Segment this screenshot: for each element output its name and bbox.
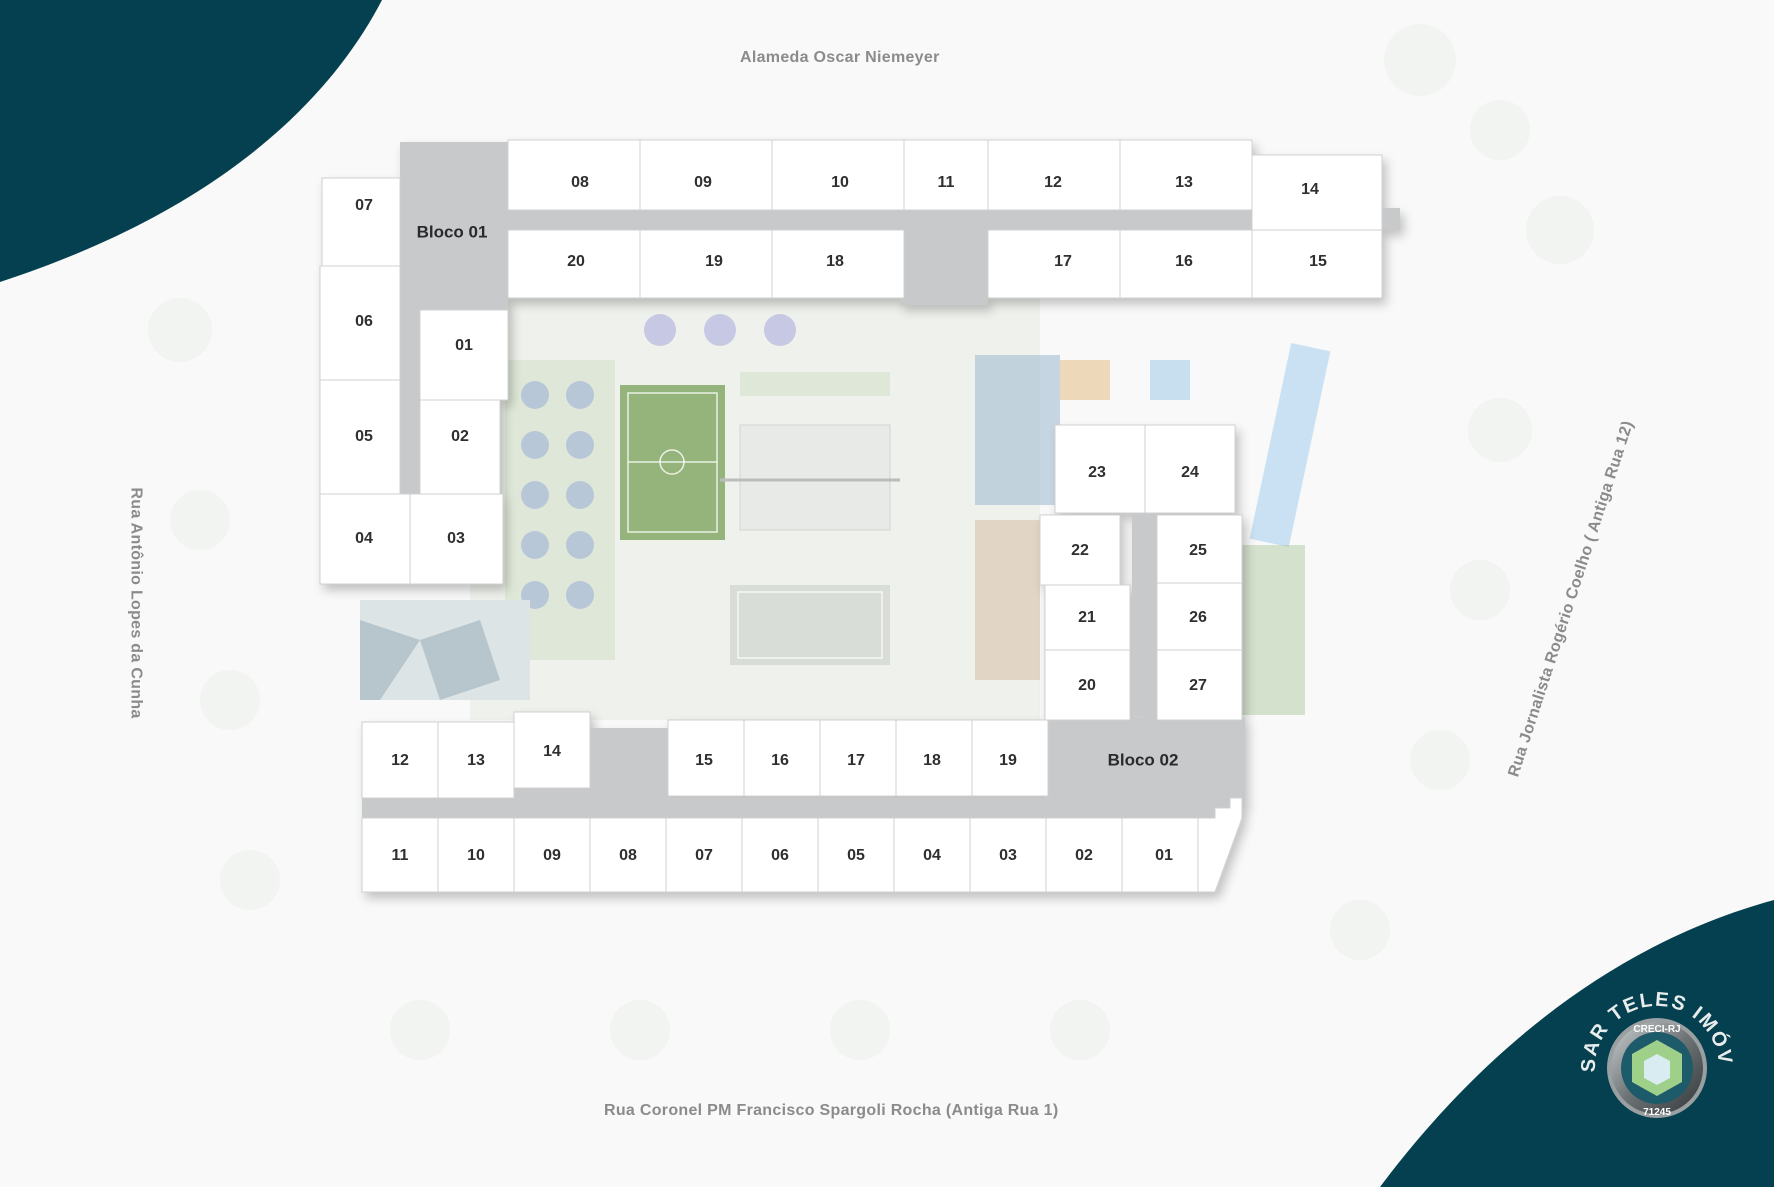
bloco-01-unit-11[interactable]: 11 bbox=[938, 174, 955, 191]
bloco-02-unit-14[interactable]: 14 bbox=[543, 743, 561, 760]
bloco-02 bbox=[361, 424, 1245, 893]
bloco-01-unit-10[interactable]: 10 bbox=[831, 174, 849, 191]
bloco-02-unit-18[interactable]: 18 bbox=[923, 752, 941, 769]
bloco-02-unit-19[interactable]: 19 bbox=[999, 752, 1017, 769]
bloco-02-unit-labels: 01 02 03 04 05 06 07 08 09 10 11 12 13 14 15 16 17 18 19 20… bbox=[391, 464, 1207, 864]
seal-number: 71245 bbox=[1643, 1107, 1671, 1118]
bloco-02-unit-20[interactable]: 20 bbox=[1078, 677, 1096, 694]
bloco-02-unit-15[interactable]: 15 bbox=[695, 752, 713, 769]
playground bbox=[975, 355, 1060, 505]
corner-decoration-bottom-right bbox=[1380, 900, 1774, 1187]
bloco-01-unit-06[interactable]: 06 bbox=[355, 313, 373, 330]
bloco-02-unit-22[interactable]: 22 bbox=[1071, 542, 1089, 559]
bloco-02-unit-13[interactable]: 13 bbox=[467, 752, 485, 769]
bloco-02-unit-25[interactable]: 25 bbox=[1189, 542, 1207, 559]
bloco-01-label: Bloco 01 bbox=[417, 222, 488, 241]
bloco-01-unit-09[interactable]: 09 bbox=[694, 174, 712, 191]
swimming-pool bbox=[1249, 343, 1331, 547]
bloco-02-unit-08[interactable]: 08 bbox=[619, 847, 637, 864]
bloco-01-unit-05[interactable]: 05 bbox=[355, 428, 373, 445]
bloco-01-unit-01[interactable]: 01 bbox=[455, 337, 473, 354]
bloco-02-unit-02[interactable]: 02 bbox=[1075, 847, 1093, 864]
bloco-02-core bbox=[1045, 718, 1245, 808]
bloco-02-unit-26[interactable]: 26 bbox=[1189, 609, 1207, 626]
bloco-01 bbox=[319, 139, 1400, 585]
leisure-area bbox=[360, 290, 1331, 720]
bloco-01-unit-13[interactable]: 13 bbox=[1175, 174, 1193, 191]
bloco-01-unit-16[interactable]: 16 bbox=[1175, 253, 1193, 270]
bloco-01-unit-04[interactable]: 04 bbox=[355, 530, 373, 547]
background-trees bbox=[148, 24, 1594, 1060]
bloco-02-unit-27[interactable]: 27 bbox=[1189, 677, 1207, 694]
bloco-01-unit-17[interactable]: 17 bbox=[1054, 253, 1072, 270]
bloco-02-unit-16[interactable]: 16 bbox=[771, 752, 789, 769]
bloco-01-unit-18[interactable]: 18 bbox=[826, 253, 844, 270]
bloco-01-unit-02[interactable]: 02 bbox=[451, 428, 469, 445]
bloco-01-unit-08[interactable]: 08 bbox=[571, 174, 589, 191]
bloco-02-unit-10[interactable]: 10 bbox=[467, 847, 485, 864]
bloco-02-unit-04[interactable]: 04 bbox=[923, 847, 941, 864]
bloco-01-unit-07[interactable]: 07 bbox=[355, 197, 373, 214]
bloco-02-unit-24[interactable]: 24 bbox=[1181, 464, 1199, 481]
corner-decoration-top-left bbox=[0, 0, 382, 282]
bloco-02-unit-01[interactable]: 01 bbox=[1155, 847, 1173, 864]
street-south: Rua Coronel PM Francisco Spargoli Rocha … bbox=[604, 1102, 1059, 1119]
small-pool bbox=[1150, 360, 1190, 400]
street-north: Alameda Oscar Niemeyer bbox=[740, 49, 940, 66]
bloco-01-unit-20[interactable]: 20 bbox=[567, 253, 585, 270]
street-west: Rua Antônio Lopes da Cunha bbox=[127, 487, 145, 719]
bloco-02-unit-21[interactable]: 21 bbox=[1078, 609, 1096, 626]
bloco-02-unit-11[interactable]: 11 bbox=[392, 847, 409, 864]
bloco-01-unit-03[interactable]: 03 bbox=[447, 530, 465, 547]
bloco-02-unit-17[interactable]: 17 bbox=[847, 752, 865, 769]
bloco-02-unit-06[interactable]: 06 bbox=[771, 847, 789, 864]
bloco-02-unit-12[interactable]: 12 bbox=[391, 752, 409, 769]
seal-registry: CRECI-RJ bbox=[1633, 1024, 1680, 1035]
sports-court bbox=[730, 585, 890, 665]
bloco-01-unit-14[interactable]: 14 bbox=[1301, 181, 1319, 198]
bloco-01-unit-12[interactable]: 12 bbox=[1044, 174, 1062, 191]
checker-garden bbox=[360, 600, 530, 700]
bloco-01-unit-19[interactable]: 19 bbox=[705, 253, 723, 270]
bloco-02-unit-03[interactable]: 03 bbox=[999, 847, 1017, 864]
bloco-02-unit-09[interactable]: 09 bbox=[543, 847, 561, 864]
bloco-02-unit-05[interactable]: 05 bbox=[847, 847, 865, 864]
bloco-02-unit-07[interactable]: 07 bbox=[695, 847, 713, 864]
bloco-02-unit-23[interactable]: 23 bbox=[1088, 464, 1106, 481]
bloco-02-label: Bloco 02 bbox=[1108, 750, 1179, 769]
bloco-01-unit-15[interactable]: 15 bbox=[1309, 253, 1327, 270]
bloco-01-unit-labels: 01 02 03 04 05 06 07 08 09 10 11 12 13 14 15 16 17 18 19 20 bbox=[355, 174, 1327, 547]
